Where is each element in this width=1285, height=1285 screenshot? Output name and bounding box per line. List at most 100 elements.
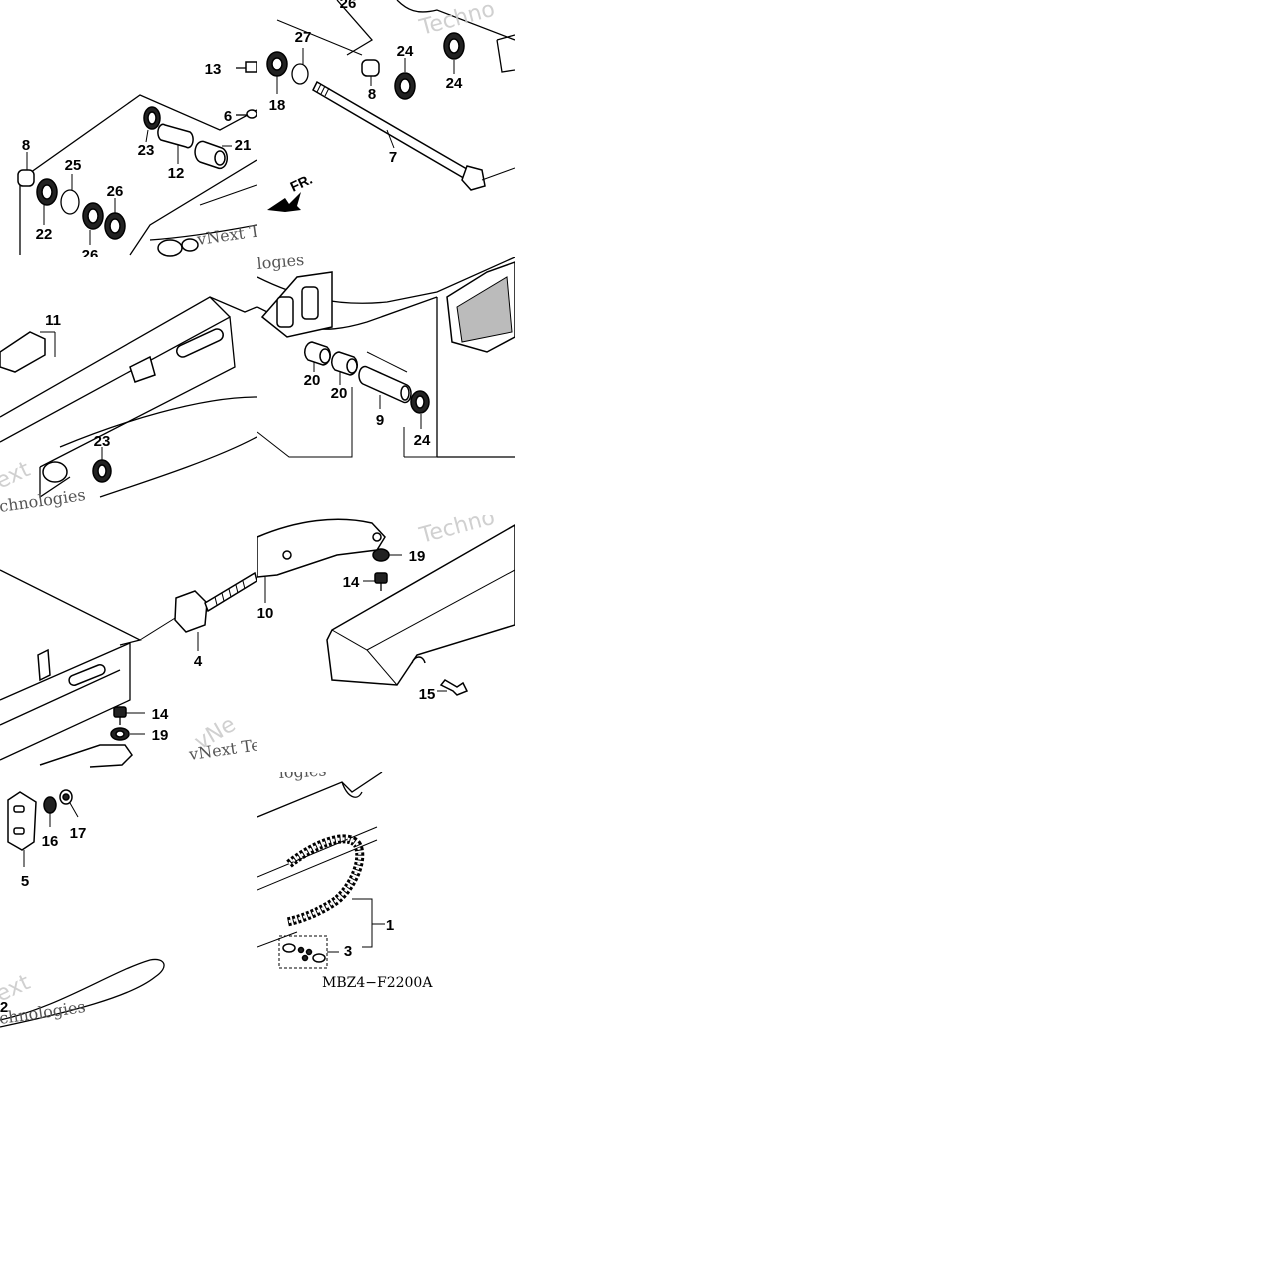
callout-18: 18 [269,97,286,114]
seal-part-23-inner [147,111,157,125]
guide-line [0,569,142,646]
axle-slot [68,664,106,686]
watermark-text: vNext Tec [195,219,257,249]
needle-bearing-inner [319,348,331,364]
frame-outline [496,34,515,73]
leader-line [145,129,149,143]
callout-23: 23 [94,433,111,450]
front-direction-label: FR. [288,171,315,195]
guide-line [257,931,298,948]
callout-11: 11 [45,312,61,329]
bolt-part-15 [439,679,469,696]
callout-1: 1 [386,917,394,934]
mount-hole [372,532,382,542]
group-bracket [403,427,439,458]
chain-slider-part-10 [257,518,386,578]
callout-17: 17 [70,825,87,842]
front-arrow-icon [267,192,301,212]
circlip-part-25 [60,189,80,215]
axle-slot [176,328,224,358]
callout-20: 20 [331,385,348,402]
tile-drive-chain: 1 3 MBZ4−F2200A logies [257,772,433,991]
leader-line [352,898,373,948]
callout-9: 9 [376,412,384,429]
slot-detail [129,355,156,383]
callout-26: 26 [82,247,99,257]
swingarm-edge [199,184,257,206]
seal-part-26-inner [87,208,99,224]
casting-window [301,286,319,320]
adjuster-tab [37,648,51,682]
guard-notch [411,656,426,664]
watermark-text: logies [257,257,305,273]
grommet-part-19-inner [115,730,125,738]
bolt-thread [214,580,246,606]
callout-24: 24 [446,75,463,92]
tile-swingarm-body: 11 23 ext chnologies [0,296,257,515]
bolt-part-14 [374,572,388,584]
callout-13: 13 [205,61,222,78]
swingarm-pivot-casting [260,271,333,338]
frame-outline [396,0,515,41]
guide-line [257,826,378,891]
nut-part-18-inner [271,57,283,71]
grip-texture [456,276,513,343]
bracket-part-11 [0,331,46,373]
callout-14: 14 [152,706,169,723]
swingarm-edge [0,315,236,468]
casting-window [276,296,294,328]
master-link-pin [301,954,309,962]
callout-20: 20 [304,372,321,389]
seal-part-24-inner [415,395,425,409]
master-link-pin [305,948,313,956]
callout-27: 27 [295,29,312,46]
callout-19: 19 [152,727,169,744]
group-bracket [257,387,353,458]
guard-outline [341,781,363,798]
leader-line [69,802,79,818]
callout-24: 24 [414,432,431,449]
leader-line [386,129,395,149]
pivot-boss [157,239,183,257]
swingarm-edge [0,296,257,418]
swingarm-edge [129,159,257,256]
watermark-text: ext [0,970,34,1008]
callout-8: 8 [368,86,376,103]
swingarm-lower [59,396,257,448]
needle-bearing-inner [346,358,358,374]
nut-part-17-inner [62,793,70,801]
swingarm-end [0,642,131,761]
collar-part-9 [358,365,412,404]
tile-pivot-bolt: FR. 26 27 18 8 24 24 7 Techno [266,0,515,212]
collar-part-8 [361,59,380,77]
seal-part-24-inner [399,78,411,94]
mount-hole [282,550,292,560]
guard-outline [257,772,383,818]
pivot-mount [39,467,71,499]
swingarm-edge [149,224,257,241]
tile-chain-guard: 19 14 10 15 Techno [257,515,515,703]
callout-6: 6 [224,108,232,125]
callout-5: 5 [21,873,29,890]
callout-26: 26 [107,183,124,200]
callout-26: 26 [340,0,357,12]
master-link-part-3 [282,943,296,953]
callout-22: 22 [36,226,53,243]
tile-chain-slider-plate: 5 16 17 2 ext chnologies [0,789,165,1028]
frame-outline [336,0,374,56]
callout-4: 4 [194,653,203,670]
pivot-boss [181,238,199,252]
callout-19: 19 [409,548,426,565]
seal-part-23-inner [97,464,107,478]
callout-10: 10 [257,605,273,622]
callout-23: 23 [138,142,155,159]
adjuster-part-4 [174,590,208,633]
callout-25: 25 [65,157,82,174]
bearing-part-21-inner [214,150,226,166]
guide-line [276,19,363,56]
plate-part-5 [7,791,37,851]
bearing-part-22-inner [41,184,53,200]
collar-part-8 [17,169,35,187]
swingarm-end [0,669,121,726]
watermark-text: logies [278,772,327,782]
